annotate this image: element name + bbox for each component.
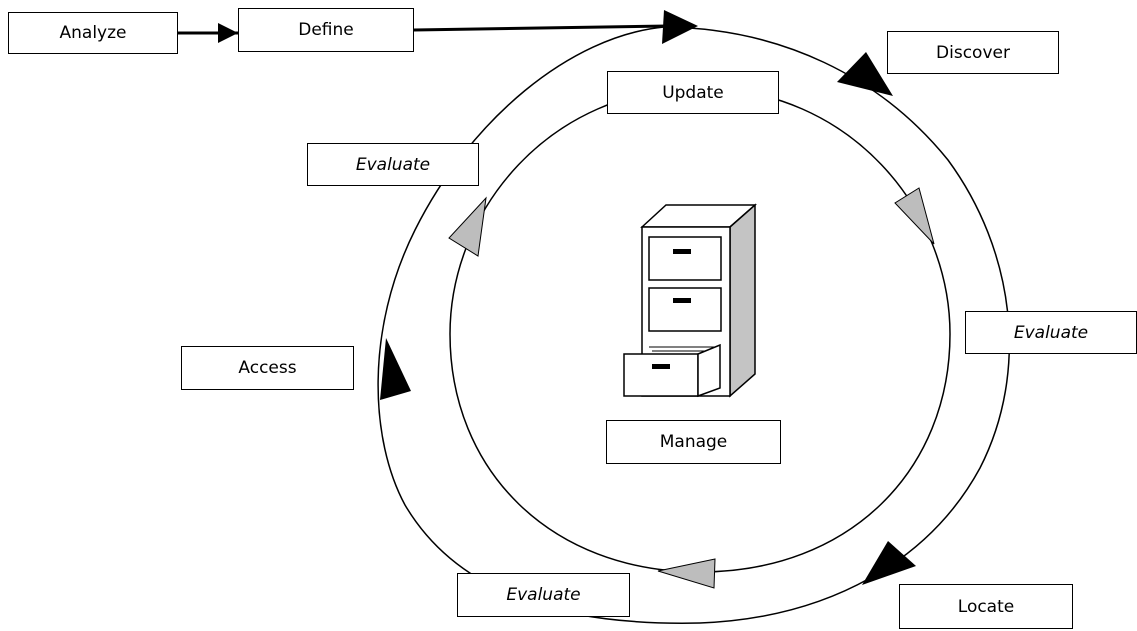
define-label: Define xyxy=(298,20,354,40)
filing-cabinet-icon xyxy=(623,203,757,398)
inner-arrow-left-icon xyxy=(448,196,487,257)
define-box: Define xyxy=(238,8,414,52)
evaluate-bottom-box: Evaluate xyxy=(457,573,630,617)
discover-box: Discover xyxy=(887,31,1059,74)
cabinet-side xyxy=(729,203,756,398)
update-box: Update xyxy=(607,71,779,114)
locate-box: Locate xyxy=(899,584,1073,629)
analyze-label: Analyze xyxy=(59,23,127,43)
outer-arrow-access-icon xyxy=(380,338,411,400)
access-box: Access xyxy=(181,346,354,390)
evaluate-right-label: Evaluate xyxy=(1013,322,1089,343)
outer-arrow-discover-icon xyxy=(837,52,893,96)
cabinet-drawer-top xyxy=(648,236,722,281)
analyze-to-define-arrowhead xyxy=(218,23,238,43)
cabinet-drawer-middle-handle xyxy=(673,298,691,303)
define-to-cycle-line xyxy=(413,24,669,32)
evaluate-upper-left-label: Evaluate xyxy=(355,154,431,175)
access-label: Access xyxy=(238,358,297,378)
cabinet-drawer-top-handle xyxy=(673,249,691,254)
evaluate-upper-left-box: Evaluate xyxy=(307,143,479,186)
cabinet-drawer-open-side xyxy=(697,343,721,398)
analyze-box: Analyze xyxy=(8,12,178,54)
locate-label: Locate xyxy=(957,596,1015,617)
outer-arrow-top-icon xyxy=(662,10,698,44)
evaluate-bottom-label: Evaluate xyxy=(506,585,581,605)
cabinet-drawer-open-handle xyxy=(652,364,670,369)
inner-arrow-bottom-icon xyxy=(657,558,716,589)
cabinet-drawer-open xyxy=(623,353,699,397)
evaluate-right-box: Evaluate xyxy=(965,311,1137,354)
manage-box: Manage xyxy=(606,420,781,464)
inner-arrow-right-icon xyxy=(894,187,935,245)
update-label: Update xyxy=(662,82,724,103)
cabinet-drawer-middle xyxy=(648,287,722,332)
discover-label: Discover xyxy=(936,42,1010,63)
outer-cycle-ring xyxy=(377,26,1010,624)
manage-label: Manage xyxy=(659,432,728,452)
outer-arrow-locate-icon xyxy=(862,541,916,585)
